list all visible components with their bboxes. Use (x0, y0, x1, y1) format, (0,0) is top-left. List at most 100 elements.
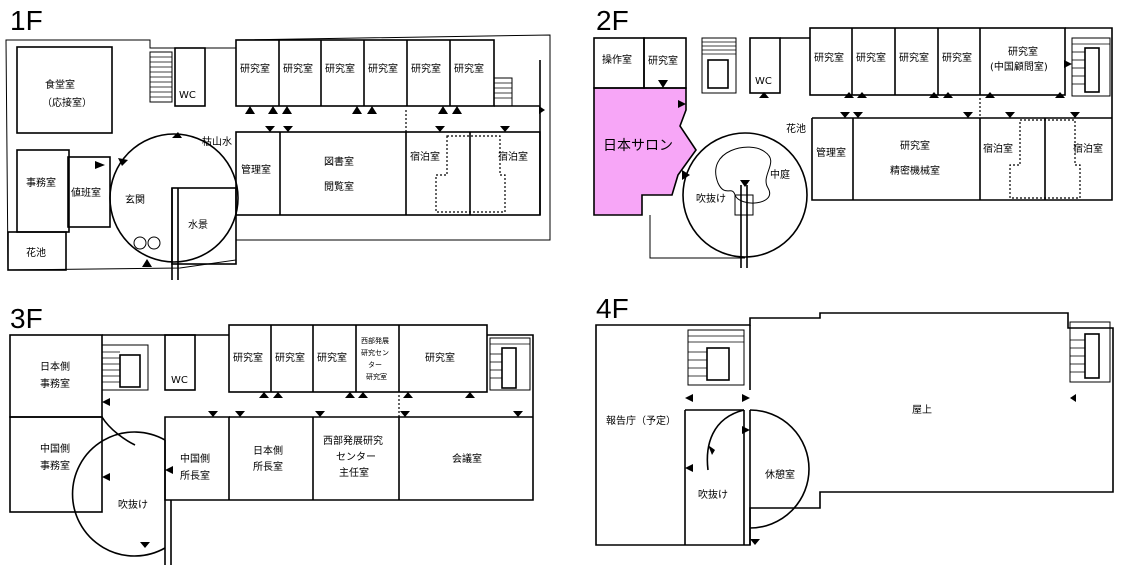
label-rooftop: 屋上 (912, 404, 932, 416)
label-advisor: (中国顧問室) (990, 60, 1048, 73)
atrium-3f (71, 431, 166, 557)
label-salon: 日本サロン (603, 138, 673, 154)
stairs-3f-right (489, 337, 531, 391)
label-lab2-1f: 研究室 (283, 62, 313, 75)
label-western-4: 研究室 (366, 372, 387, 381)
label-lab2-2f: 研究室 (856, 51, 886, 64)
label-lodging2-2f: 宿泊室 (1073, 142, 1103, 155)
label-lab2-3f: 研究室 (275, 351, 305, 364)
label-western-1: 西部発展 (361, 336, 389, 345)
label-wc-3f: WC (171, 375, 188, 386)
label-cn-office-1: 中国側 (40, 442, 70, 455)
label-lab5-3f: 研究室 (425, 351, 455, 364)
wc-1f (174, 47, 206, 107)
stairs-3f-left (101, 344, 149, 391)
dashed-stairwell-1f (435, 135, 506, 213)
label-jp-office-1: 日本側 (40, 360, 70, 373)
floor-3f: 3F (9, 303, 534, 565)
stairs-4f-left (687, 329, 745, 386)
lower-row-1f (235, 131, 541, 216)
label-fountain: 水景 (188, 219, 208, 231)
stairs-4f-right (1069, 321, 1111, 383)
label-management-2f: 管理室 (816, 146, 846, 159)
stairs-1f-right (493, 77, 513, 107)
atrium-2f (682, 132, 808, 258)
outer-3f (102, 334, 534, 501)
label-lab1-2f: 研究室 (814, 51, 844, 64)
labs-row-3f (228, 324, 488, 393)
label-western-chief-3: 主任室 (339, 466, 369, 479)
floor-1f-title: 1F (10, 5, 43, 36)
floor-1f-outline (5, 34, 551, 271)
label-cn-director-1: 中国側 (180, 452, 210, 465)
label-lab4-2f: 研究室 (942, 51, 972, 64)
floor-3f-title: 3F (10, 303, 43, 334)
lab-a-2f (643, 37, 687, 89)
label-flowerpond-1f: 花池 (26, 246, 46, 259)
label-duty: 値班室 (71, 186, 101, 199)
flowerpond-1f (7, 231, 67, 271)
label-wc-2f: WC (755, 76, 772, 87)
label-dining: 食堂室 (45, 78, 75, 91)
label-lab1-1f: 研究室 (240, 62, 270, 75)
labs-row-1f (235, 39, 495, 107)
label-lab-a-2f: 研究室 (648, 54, 678, 67)
japan-salon-room (593, 87, 697, 216)
label-atrium-3f: 吹抜け (118, 498, 148, 511)
lounge-arc (749, 409, 810, 529)
entrance-hall (109, 133, 239, 263)
label-management-1f: 管理室 (241, 163, 271, 176)
floor-2f-title: 2F (596, 5, 629, 36)
dashed-stairwell-2f (1009, 119, 1081, 199)
label-atrium-2f: 吹抜け (696, 192, 726, 205)
label-lab4-1f: 研究室 (368, 62, 398, 75)
label-lab6-1f: 研究室 (454, 62, 484, 75)
label-lounge: 休憩室 (765, 468, 795, 481)
label-cn-director-2: 所長室 (180, 469, 210, 482)
label-western-3: ター (368, 360, 382, 369)
cn-office-room (9, 416, 103, 513)
label-office-1f: 事務室 (26, 176, 56, 189)
label-cn-office-2: 事務室 (40, 459, 70, 472)
label-karesansui: 枯山水 (202, 135, 232, 148)
stairs-1f-left (149, 51, 173, 103)
floor-2f-lower-outline (649, 215, 745, 259)
stairs-2f-left (701, 37, 737, 94)
label-reception: （応接室） (42, 96, 92, 109)
label-library: 図書室 (324, 155, 354, 168)
label-report-hall: 報告庁（予定） (606, 414, 676, 427)
label-lab5-1f: 研究室 (411, 62, 441, 75)
jp-office-room (9, 334, 103, 418)
floor-4f-outline (595, 312, 1114, 546)
label-entrance: 玄関 (125, 193, 145, 206)
stairs-2f-right (1071, 37, 1111, 97)
courtyard-garden (715, 146, 772, 204)
label-western-chief-1: 西部発展研究 (323, 434, 383, 447)
label-lab1-3f: 研究室 (233, 351, 263, 364)
right-outline-2f (780, 27, 1113, 201)
label-lab3-2f: 研究室 (899, 51, 929, 64)
label-precision-room: 精密機械室 (890, 164, 940, 177)
label-lodging1-2f: 宿泊室 (983, 142, 1013, 155)
floor-4f: 4F 報告庁（予定） 屋上 (595, 293, 1114, 546)
label-lodging2-1f: 宿泊室 (498, 150, 528, 163)
floor-1f: 1F (5, 5, 551, 280)
label-lab-advisor: 研究室 (1008, 45, 1038, 58)
label-meeting: 会議室 (452, 452, 482, 465)
wc-2f (749, 37, 781, 94)
label-western-chief-2: センター (336, 451, 376, 463)
label-jp-office-2: 事務室 (40, 377, 70, 390)
label-reading: 閲覧室 (324, 180, 354, 193)
office-room (16, 149, 70, 233)
label-wc-1f: WC (179, 90, 196, 101)
label-precision-lab: 研究室 (900, 139, 930, 152)
floor-4f-title: 4F (596, 293, 629, 324)
label-lab3-1f: 研究室 (325, 62, 355, 75)
label-operation: 操作室 (602, 53, 632, 66)
label-atrium-4f: 吹抜け (698, 488, 728, 501)
label-flowerpond-2f: 花池 (786, 122, 806, 135)
label-courtyard: 中庭 (770, 168, 790, 181)
floor-2f: 2F (593, 5, 1113, 268)
dining-room (16, 46, 113, 134)
label-lodging1-1f: 宿泊室 (410, 150, 440, 163)
